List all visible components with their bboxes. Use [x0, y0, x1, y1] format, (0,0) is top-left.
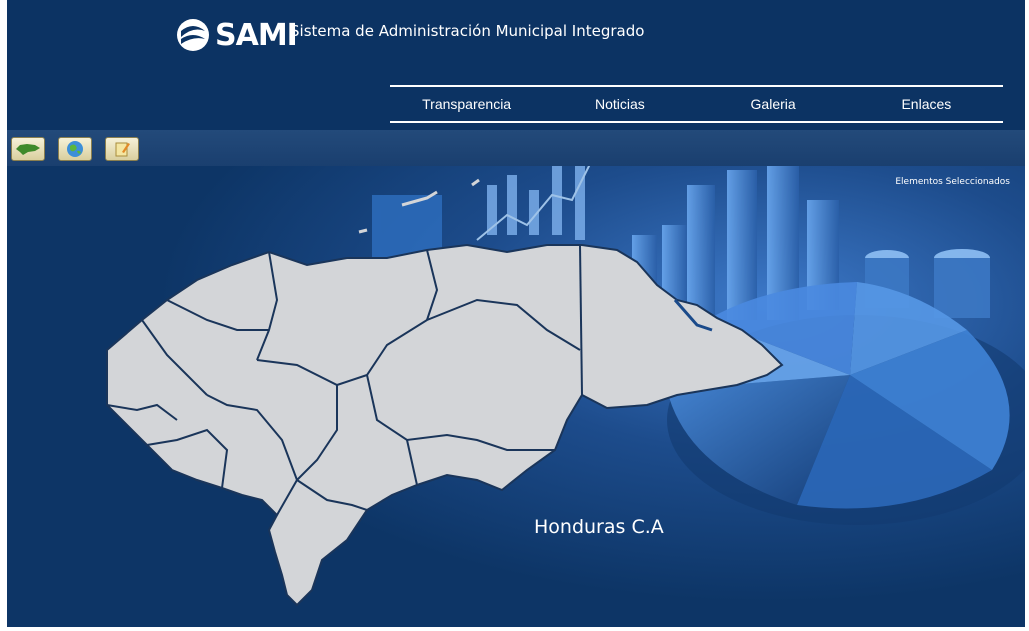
- selected-elements-label: Elementos Seleccionados: [895, 177, 1010, 187]
- notepad-pencil-icon: [115, 142, 130, 157]
- header: SAMI Sistema de Administración Municipal…: [7, 0, 1025, 130]
- nav-item-galeria[interactable]: Galeria: [750, 96, 796, 112]
- app-window: SAMI Sistema de Administración Municipal…: [7, 0, 1025, 627]
- site-tagline: Sistema de Administración Municipal Inte…: [290, 22, 645, 40]
- honduras-map-icon: [16, 144, 40, 155]
- logo-text: SAMI: [215, 17, 298, 53]
- sami-swoosh-icon: [177, 19, 209, 51]
- main-nav: Transparencia Noticias Galeria Enlaces: [390, 88, 1003, 122]
- nav-item-enlaces[interactable]: Enlaces: [901, 96, 952, 112]
- country-label: Honduras C.A: [534, 516, 664, 538]
- background-graphic: [7, 130, 1025, 627]
- nav-item-transparencia[interactable]: Transparencia: [422, 96, 512, 112]
- nav-bottom-divider: [390, 121, 1003, 123]
- toolbar: [7, 130, 1025, 166]
- notes-button[interactable]: [105, 137, 139, 161]
- nav-item-noticias[interactable]: Noticias: [594, 96, 645, 112]
- map-view-button[interactable]: [11, 137, 45, 161]
- nav-top-divider: [390, 85, 1003, 87]
- sami-logo[interactable]: SAMI: [175, 15, 298, 55]
- globe-button[interactable]: [58, 137, 92, 161]
- globe-icon: [67, 141, 83, 157]
- honduras-map: [106, 178, 784, 607]
